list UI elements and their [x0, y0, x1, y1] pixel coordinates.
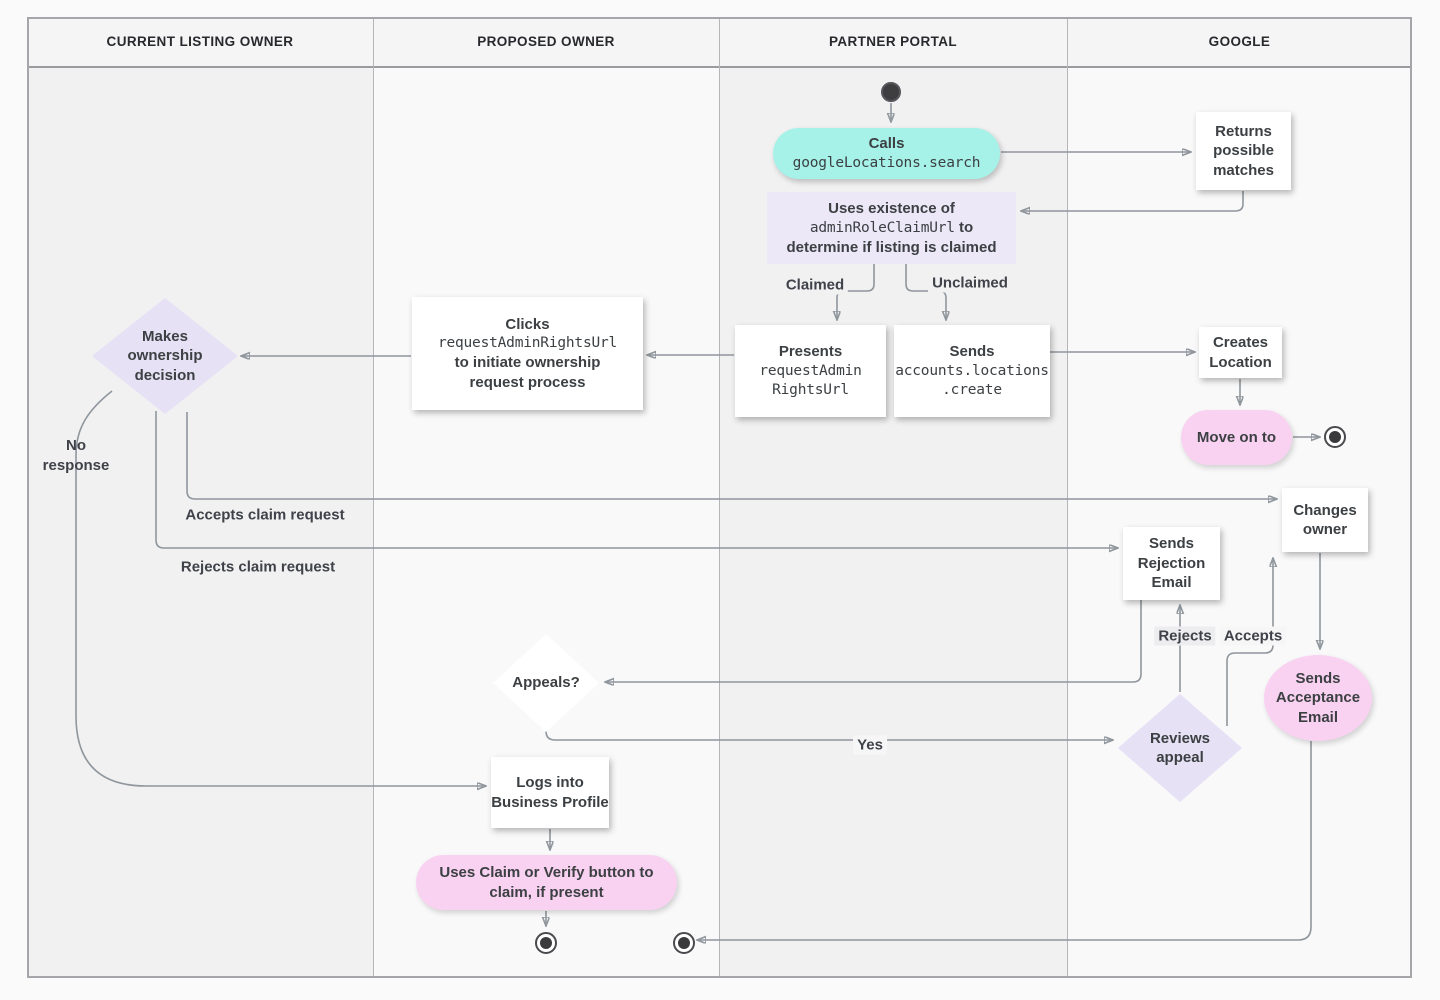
node-changes-owner: Changes owner [1282, 488, 1368, 552]
node-text: Returns possible matches [1213, 122, 1274, 179]
node-code: accounts.locations [895, 362, 1049, 379]
edge-label-accepts: Accepts [1219, 626, 1287, 646]
node-title: Clicks [505, 315, 550, 333]
node-returns-possible-matches: Returns possible matches [1196, 112, 1291, 190]
node-text: Uses Claim or Verify button to claim, if… [439, 864, 654, 901]
edge-label-rejects: Rejects [1154, 626, 1216, 646]
edge-label-unclaimed: Unclaimed [928, 273, 1012, 293]
node-line: to initiate ownership [454, 354, 601, 372]
node-code: requestAdminRightsUrl [437, 335, 618, 352]
node-uses-claim-or-verify-button: Uses Claim or Verify button to claim, if… [416, 855, 677, 910]
end-node-acceptance-flow [673, 932, 695, 954]
end-node-dot [540, 937, 552, 949]
node-code: googleLocations.search [792, 154, 981, 171]
node-text: Changes owner [1293, 501, 1357, 539]
edge-label-yes: Yes [853, 735, 887, 755]
edge-label-no-response: No response [42, 436, 110, 474]
node-line: determine if listing is claimed [786, 238, 997, 256]
end-node-create-flow [1324, 426, 1346, 448]
node-uses-existence: Uses existence of adminRoleClaimUrl to d… [767, 192, 1016, 264]
end-node-claim-flow [535, 932, 557, 954]
node-calls-googlelocations-search: Calls googleLocations.search [773, 128, 1000, 179]
node-presents-requestadminrightsurl: Presents requestAdmin RightsUrl [735, 325, 886, 417]
node-text: Appeals? [512, 674, 580, 692]
node-text: Move on to [1196, 428, 1277, 446]
lane-header-current-listing-owner: CURRENT LISTING OWNER [27, 17, 373, 68]
lane-header-proposed-owner: PROPOSED OWNER [373, 17, 719, 68]
node-line: adminRoleClaimUrl to [810, 218, 973, 238]
lane-header-partner-portal: PARTNER PORTAL [719, 17, 1067, 68]
node-line: Uses existence of [828, 199, 955, 217]
node-text: Sends Acceptance Email [1275, 669, 1361, 726]
start-node [881, 82, 901, 102]
node-title: Presents [778, 343, 843, 361]
node-text: Reviews appeal [1149, 729, 1211, 767]
node-clicks-requestadminrightsurl: Clicks requestAdminRightsUrl to initiate… [412, 297, 643, 410]
edge-label-accepts-claim-request: Accepts claim request [181, 505, 349, 525]
node-sends-accounts-locations-create: Sends accounts.locations .create [894, 325, 1050, 417]
node-code: RightsUrl [772, 381, 849, 398]
node-text: Logs into Business Profile [491, 774, 609, 811]
node-code: adminRoleClaimUrl [809, 220, 955, 237]
lane-proposed-owner [373, 17, 719, 978]
node-title: Calls [868, 135, 905, 153]
lane-divider [719, 17, 720, 978]
node-sends-acceptance-email: Sends Acceptance Email [1264, 655, 1372, 741]
node-title: Sends [949, 343, 995, 361]
end-node-dot [1329, 431, 1341, 443]
lane-header-google: GOOGLE [1067, 17, 1412, 68]
node-text: Sends Rejection Email [1137, 535, 1206, 592]
node-line: request process [469, 373, 586, 391]
node-text: Makes ownership decision [127, 327, 203, 384]
node-creates-location: Creates Location [1199, 327, 1282, 378]
node-code: requestAdmin [759, 362, 862, 379]
edge-label-claimed: Claimed [781, 275, 849, 295]
node-move-on-to: Move on to [1181, 410, 1292, 465]
node-code: .create [942, 381, 1002, 398]
edge-label-rejects-claim-request: Rejects claim request [176, 557, 340, 577]
end-node-dot [678, 937, 690, 949]
lane-divider [1067, 17, 1068, 978]
node-sends-rejection-email: Sends Rejection Email [1123, 527, 1220, 600]
node-line-rest: to [954, 219, 974, 237]
node-text: Creates Location [1209, 334, 1272, 371]
node-logs-into-business-profile: Logs into Business Profile [491, 757, 609, 828]
lane-current-listing-owner [27, 17, 373, 978]
lane-divider [373, 17, 374, 978]
